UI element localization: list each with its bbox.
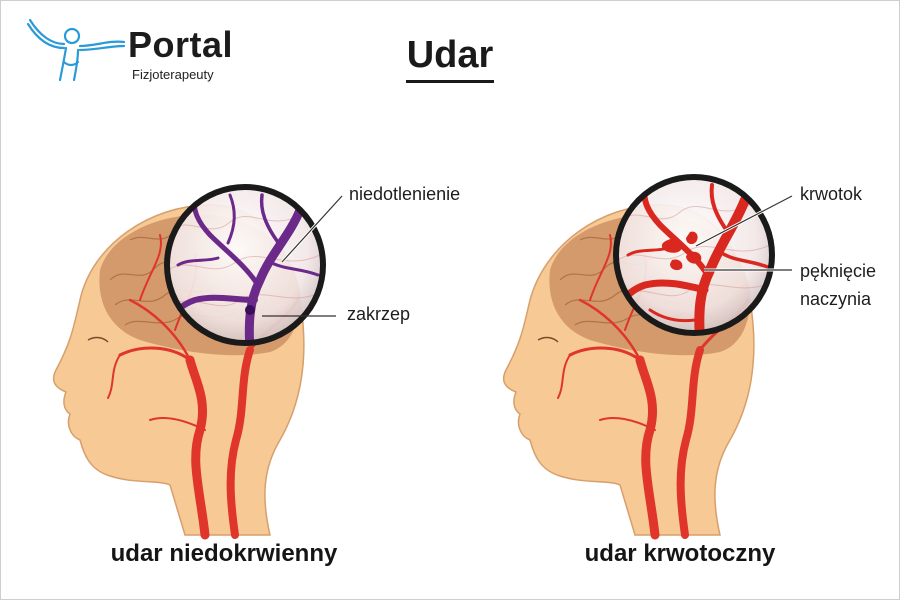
person-figure-icon: [26, 18, 126, 82]
caption-left: udar niedokrwienny: [110, 540, 338, 567]
callout-naczynia: naczynia: [800, 289, 872, 309]
callout-niedotlenienie: niedotlenienie: [349, 184, 461, 204]
right-head-illustration: [502, 174, 793, 540]
logo-name: Portal: [128, 24, 234, 65]
logo-subtitle: Fizjoterapeuty: [132, 67, 214, 82]
page-title: Udar: [406, 34, 494, 76]
title-underline: [406, 80, 494, 83]
left-magnifier-ring: [164, 184, 326, 346]
callout-krwotok: krwotok: [800, 184, 863, 204]
right-magnifier-ring: [613, 174, 775, 336]
left-head-illustration: [52, 184, 344, 540]
clot-marker: [245, 305, 255, 315]
caption-right: udar krwotoczny: [584, 540, 776, 567]
bleed-droplets: [661, 231, 702, 271]
callout-pekniecie: pęknięcie: [800, 261, 877, 281]
portal-logo: Portal Fizjoterapeuty: [20, 16, 250, 86]
right-arteries: [557, 234, 750, 540]
callout-zakrzep: zakrzep: [347, 304, 411, 324]
